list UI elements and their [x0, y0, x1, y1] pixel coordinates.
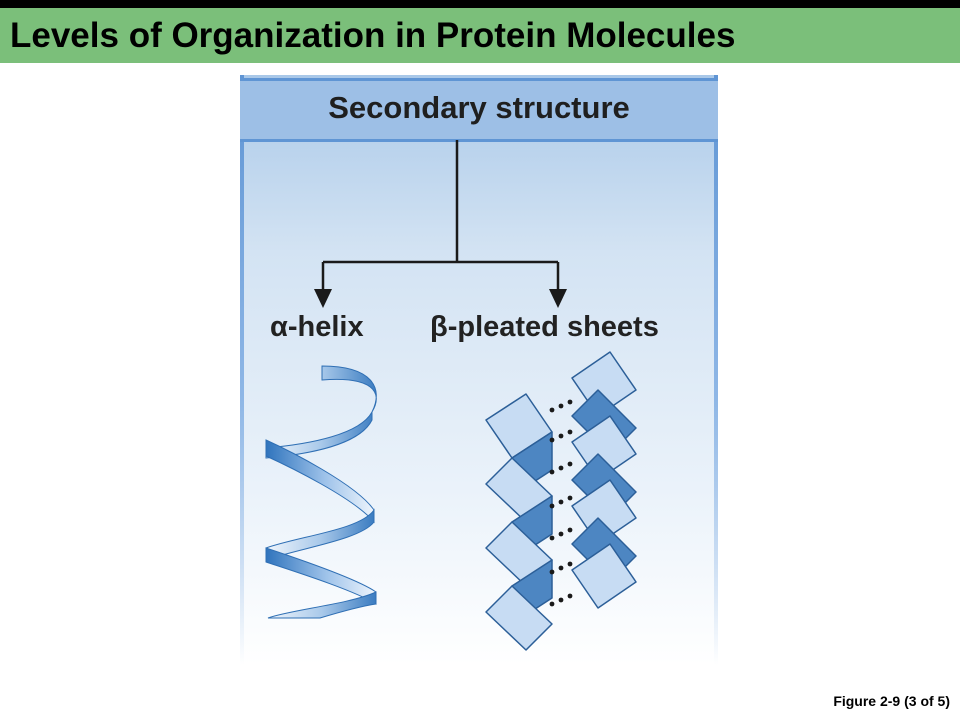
beta-pleated-sheets-label: β-pleated sheets — [430, 311, 659, 343]
figure-caption: Figure 2-9 (3 of 5) — [833, 693, 950, 709]
arrowhead-left — [314, 289, 332, 308]
figure-header-band — [240, 78, 718, 142]
left-strand-face-7 — [485, 585, 553, 651]
beta-sheet-illustration — [485, 351, 637, 651]
right-strand-face-7 — [571, 543, 637, 609]
top-black-bar — [0, 0, 960, 8]
helix-front-ribbon-2 — [265, 547, 377, 605]
hydrogen-bond-dots — [549, 399, 573, 607]
branch-connector — [321, 140, 560, 292]
helix-back-ribbon — [265, 365, 377, 459]
figure-heading: Secondary structure — [328, 90, 630, 125]
arrowhead-right — [549, 289, 567, 308]
helix-back-ribbon-2 — [265, 508, 375, 561]
figure-panel-right-border — [714, 75, 718, 665]
title-bar — [0, 8, 960, 63]
helix-back-ribbon-3 — [267, 591, 377, 619]
alpha-helix-illustration — [265, 365, 377, 619]
alpha-helix-label: α-helix — [270, 311, 364, 343]
helix-front-ribbon-1 — [265, 439, 375, 524]
figure-panel-left-border — [240, 75, 244, 665]
slide-title: Levels of Organization in Protein Molecu… — [10, 16, 736, 55]
